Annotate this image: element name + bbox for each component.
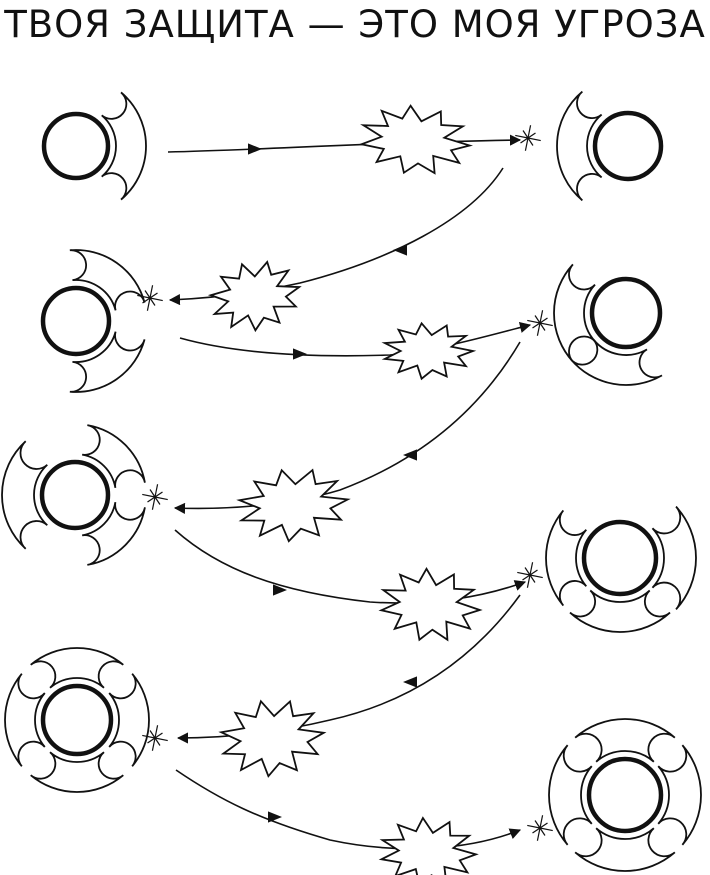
trajectory-line <box>179 322 532 357</box>
projectile-burst <box>236 468 351 543</box>
projectile-burst <box>381 321 477 381</box>
shield-piece <box>1 440 48 550</box>
attack-path-7 <box>175 769 553 875</box>
player-circle <box>589 276 663 350</box>
right-player-3 <box>545 506 697 633</box>
projectile-burst <box>378 816 479 875</box>
shield-piece <box>657 744 702 846</box>
trajectory-line <box>173 341 521 514</box>
shield-piece <box>556 90 603 202</box>
right-player-4 <box>548 718 702 872</box>
impact-spark <box>142 484 168 510</box>
attack-path-5 <box>174 529 543 642</box>
impact-spark <box>515 125 541 151</box>
projectile-burst <box>218 699 327 778</box>
shield-piece <box>553 263 596 363</box>
projectile-burst <box>378 567 483 642</box>
direction-arrow <box>293 348 307 360</box>
attack-path-1 <box>167 104 541 175</box>
shield-piece <box>101 91 147 201</box>
player-circle <box>39 459 111 531</box>
left-player-1 <box>41 91 147 201</box>
trajectory-line <box>167 134 522 153</box>
right-player-1 <box>556 90 664 202</box>
impact-spark <box>527 310 553 336</box>
shield-piece <box>30 647 124 689</box>
impact-spark <box>137 285 163 311</box>
player-figures <box>1 90 702 872</box>
shield-piece <box>81 501 146 566</box>
direction-arrow <box>248 143 262 155</box>
projectile-burst <box>358 104 474 175</box>
direction-arrow <box>393 244 407 256</box>
shield-piece <box>548 744 593 846</box>
left-player-4 <box>4 647 150 793</box>
player-circle <box>40 683 114 757</box>
attack-path-6 <box>142 594 521 778</box>
attack-path-3 <box>179 310 553 381</box>
left-player-2 <box>40 249 146 393</box>
direction-arrow <box>268 811 282 823</box>
shield-piece <box>570 339 663 386</box>
right-player-2 <box>553 263 663 386</box>
shield-piece <box>545 509 587 607</box>
shield-piece <box>4 673 46 767</box>
direction-arrow <box>403 676 417 688</box>
shield-piece <box>574 718 676 763</box>
impact-spark <box>527 815 553 841</box>
left-player-3 <box>1 424 146 566</box>
shield-piece <box>108 673 150 767</box>
trajectory-line <box>175 769 522 850</box>
player-circle <box>586 756 664 834</box>
projectile-burst <box>207 260 302 333</box>
attack-paths <box>137 104 553 875</box>
impact-spark <box>142 725 168 751</box>
trajectory-line <box>168 167 504 306</box>
attack-path-4 <box>142 341 521 543</box>
shield-piece <box>81 424 146 489</box>
shield-piece <box>30 751 124 793</box>
shield-piece <box>574 827 676 872</box>
player-circle <box>581 519 659 597</box>
player-circle <box>41 111 111 181</box>
comic-title: ТВОЯ ЗАЩИТА — ЭТО МОЯ УГРОЗА <box>4 3 706 46</box>
shield-piece <box>69 249 146 311</box>
trajectory-line <box>176 594 521 744</box>
trajectory-line <box>174 529 527 604</box>
direction-arrow <box>403 449 417 461</box>
player-circle <box>40 285 112 357</box>
shield-piece <box>569 589 671 633</box>
shield-piece <box>651 506 697 610</box>
attack-path-2 <box>137 167 504 333</box>
impact-spark <box>517 562 543 588</box>
player-circle <box>592 110 664 182</box>
direction-arrow <box>273 584 287 596</box>
shield-piece <box>69 331 146 393</box>
